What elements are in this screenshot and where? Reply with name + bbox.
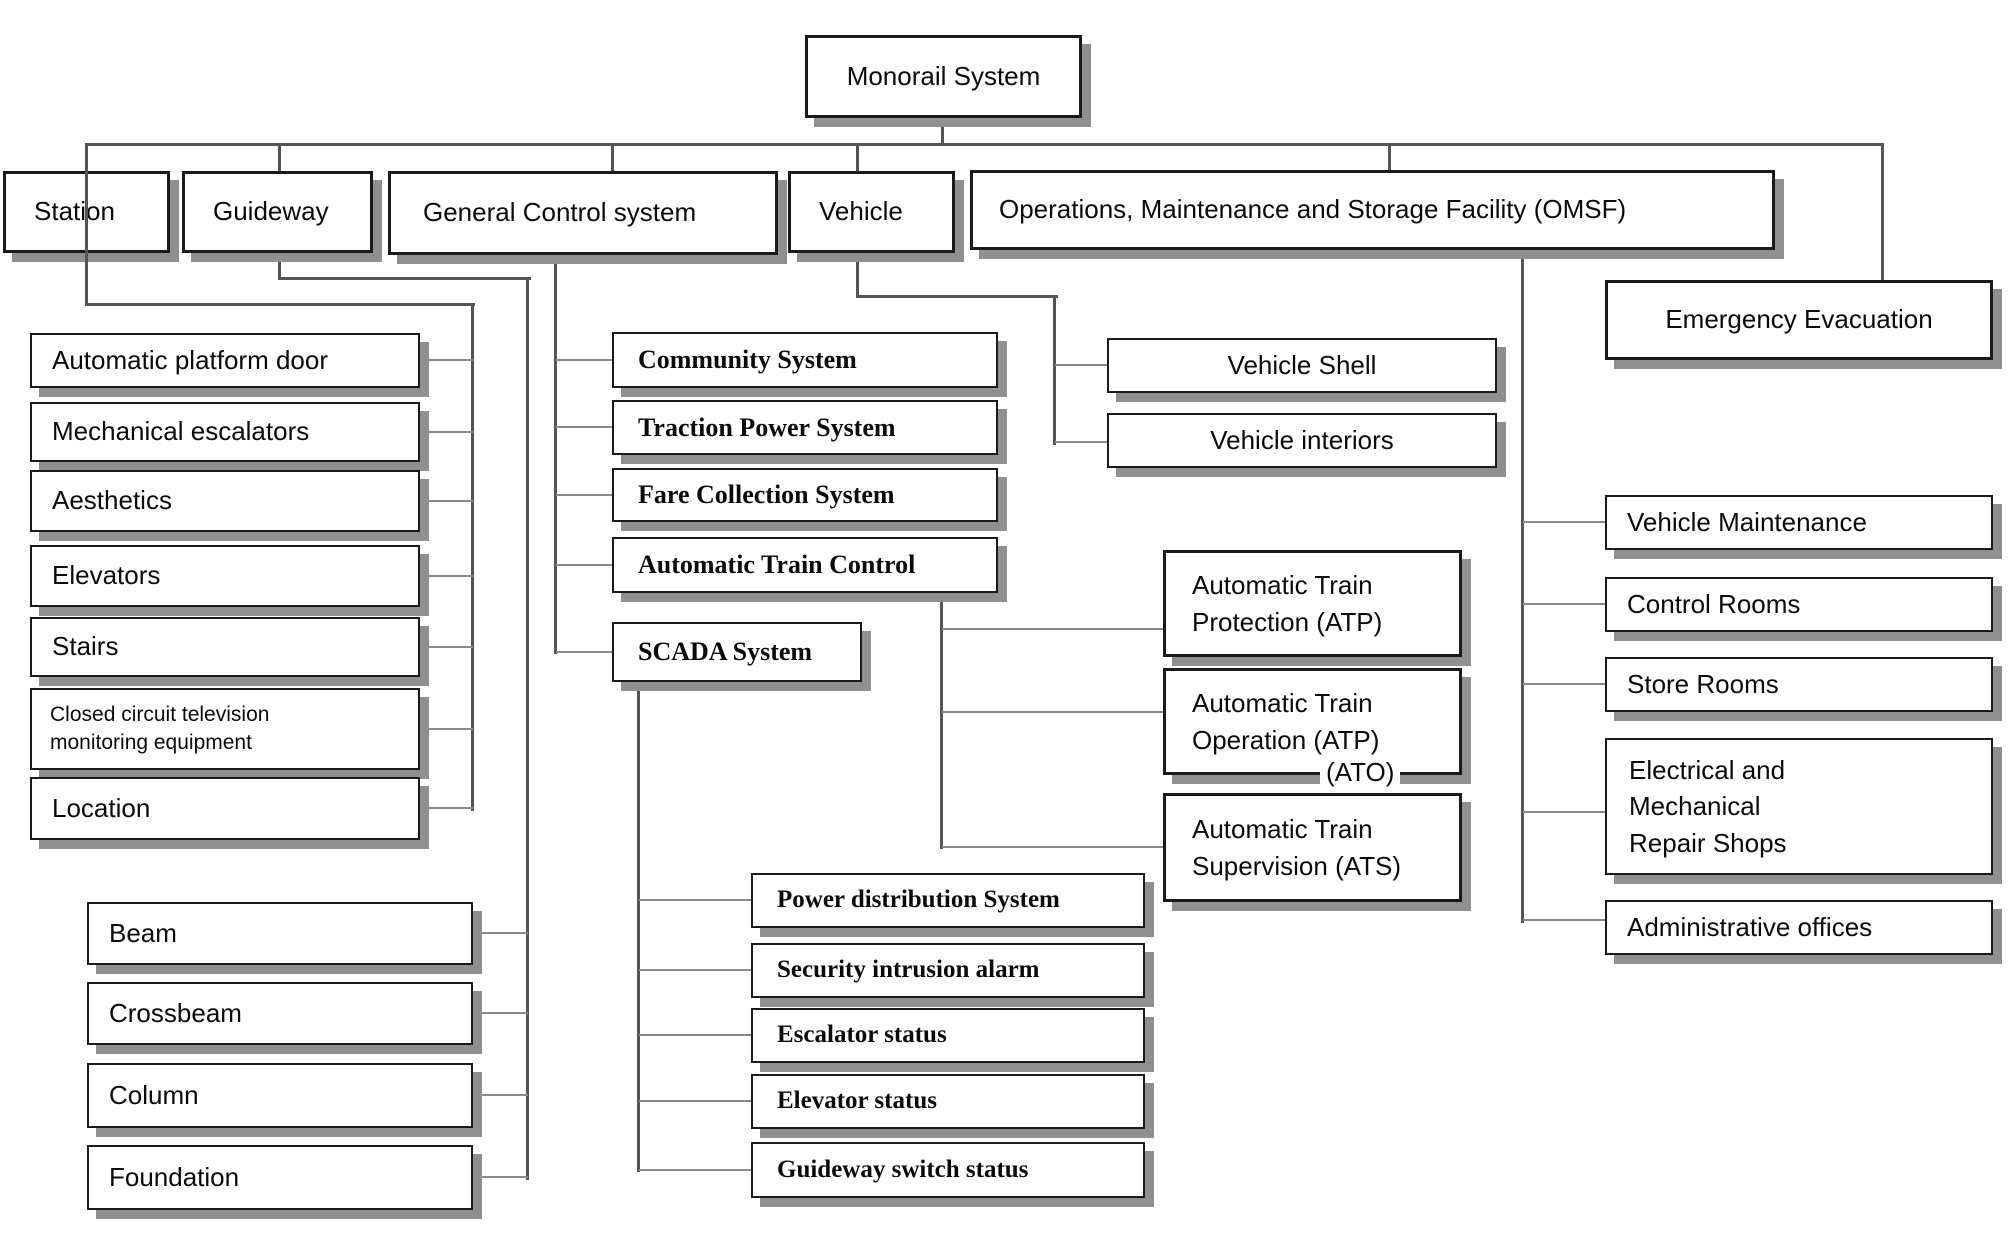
connector-stub-escalator-status [639,1034,751,1036]
connector-stub-stairs [420,646,473,648]
node-aesthetics: Aesthetics [30,470,420,532]
connector-drop-guideway [278,143,281,172]
node-crossbeam: Crossbeam [87,982,473,1045]
connector-vehicle-elbow [856,295,1058,298]
node-beam: Beam [87,902,473,965]
connector-stub-foundation [473,1176,528,1178]
connector-stub-control-rooms [1523,603,1605,605]
connector-stub-column [473,1094,528,1096]
node-ato-note: (ATO) [1320,757,1401,788]
connector-stub-community [556,359,612,361]
node-cctv-monitoring: Closed circuit television monitoring equ… [30,688,420,770]
connector-stub-traction [556,426,612,428]
node-ats: Automatic Train Supervision (ATS) [1163,793,1462,902]
connector-stub-atp [942,628,1163,630]
connector-stub-interiors [1055,441,1107,443]
node-location: Location [30,777,420,840]
node-fare-collection-system: Fare Collection System [612,468,998,522]
node-guideway: Guideway [182,171,373,253]
connector-stub-elevator-status [639,1100,751,1102]
node-control-rooms: Control Rooms [1605,577,1993,632]
connector-stub-atc [556,564,612,566]
node-monorail-system: Monorail System [805,35,1082,118]
node-elevators: Elevators [30,545,420,607]
connector-stub-elevators [420,575,473,577]
node-escalator-status: Escalator status [751,1008,1145,1063]
connector-root-drop [941,118,944,146]
node-community-system: Community System [612,332,998,388]
connector-guideway-elbow [278,277,531,280]
connector-drop-vehicle [856,143,859,172]
connector-stub-security [639,969,751,971]
node-emergency-evacuation: Emergency Evacuation [1605,280,1993,360]
node-security-intrusion-alarm: Security intrusion alarm [751,943,1145,998]
node-store-rooms: Store Rooms [1605,657,1993,712]
connector-top-rail [87,143,1883,146]
node-electrical-mechanical-repair-shops: Electrical and Mechanical Repair Shops [1605,738,1993,875]
node-scada-system: SCADA System [612,622,862,682]
connector-stub-shell [1055,364,1107,366]
connector-stub-emrs [1523,811,1605,813]
node-stairs: Stairs [30,617,420,677]
connector-guideway-drop [278,253,281,280]
connector-vehicle-drop2 [856,253,859,298]
connector-gc-rail [554,253,557,654]
connector-stub-apd [420,359,473,361]
connector-stub-ats [942,846,1163,848]
connector-stub-fare [556,494,612,496]
node-vehicle-maintenance: Vehicle Maintenance [1605,495,1993,550]
node-guideway-switch-status: Guideway switch status [751,1142,1145,1198]
connector-station-drop [85,143,88,306]
connector-scada-rail [637,682,640,1172]
node-mechanical-escalators: Mechanical escalators [30,402,420,462]
node-power-distribution: Power distribution System [751,873,1145,928]
node-atp: Automatic Train Protection (ATP) [1163,550,1462,657]
node-elevator-status: Elevator status [751,1074,1145,1129]
node-vehicle-shell: Vehicle Shell [1107,338,1497,393]
node-vehicle-interiors: Vehicle interiors [1107,413,1497,468]
connector-stub-aesthetics [420,500,473,502]
connector-stub-cctv [420,728,473,730]
connector-stub-beam [473,932,528,934]
node-general-control-system: General Control system [388,171,778,255]
connector-stub-mech [420,431,473,433]
connector-stub-admin [1523,919,1605,921]
connector-stub-location [420,807,473,809]
node-ato: Automatic Train Operation (ATP) [1163,668,1462,775]
node-automatic-platform-door: Automatic platform door [30,333,420,388]
node-vehicle: Vehicle [788,171,955,253]
connector-stub-crossbeam [473,1012,528,1014]
node-omsf: Operations, Maintenance and Storage Faci… [970,170,1775,250]
node-automatic-train-control: Automatic Train Control [612,537,998,593]
connector-stub-guideway-switch [639,1169,751,1171]
connector-station-rail [471,303,474,811]
node-traction-power-system: Traction Power System [612,400,998,455]
connector-vehicle-rail [1053,295,1056,445]
connector-stub-scada [556,651,612,653]
connector-drop-omsf [1388,143,1391,171]
connector-stub-store-rooms [1523,683,1605,685]
connector-stub-vehicle-maintenance [1523,521,1605,523]
connector-omsf-rail [1521,250,1524,923]
connector-atc-rail [940,593,943,849]
connector-drop-emergency [1881,143,1884,282]
node-foundation: Foundation [87,1145,473,1210]
node-administrative-offices: Administrative offices [1605,900,1993,955]
connector-guideway-rail [526,277,529,1180]
connector-drop-general-control [611,143,614,172]
node-column: Column [87,1063,473,1128]
connector-stub-ato [942,711,1163,713]
connector-stub-power-dist [639,899,751,901]
connector-station-elbow [85,303,475,306]
